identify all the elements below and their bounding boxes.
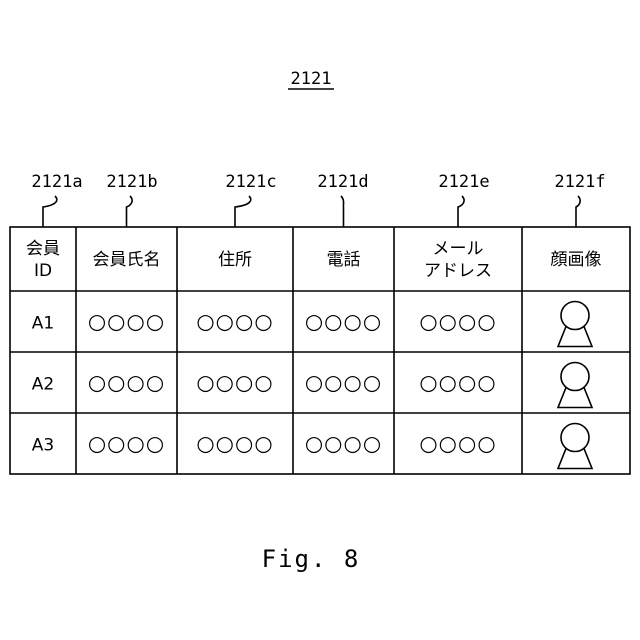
column-header-2121e: メール [433, 239, 484, 259]
cell-name: ○○○○ [88, 310, 165, 334]
cell-id: A2 [32, 375, 54, 395]
figure-caption: Fig. 8 [262, 545, 361, 573]
ref-label-2121d: 2121d [317, 172, 368, 192]
column-header-2121f: 顔画像 [551, 250, 602, 270]
cell-email: ○○○○ [419, 371, 496, 395]
cell-email: ○○○○ [419, 432, 496, 456]
cell-id: A1 [32, 314, 54, 334]
person-head [561, 363, 589, 391]
cell-email: ○○○○ [419, 310, 496, 334]
person-head [561, 302, 589, 330]
member-table-header: 会員ID 会員氏名 住所 電話 メールアドレス 顔画像 [26, 239, 602, 281]
cell-name: ○○○○ [88, 371, 165, 395]
leader-line-2121c [235, 196, 251, 227]
ref-label-2121f: 2121f [554, 172, 605, 192]
cell-phone: ○○○○ [305, 432, 382, 456]
leader-line-2121a [43, 196, 57, 227]
person-icon [558, 302, 592, 347]
figure-number: 2121 [291, 69, 332, 89]
column-header-2121e: アドレス [424, 261, 492, 281]
reference-labels: 2121a 2121b 2121c 2121d 2121e 2121f [31, 172, 605, 227]
column-header-2121a: ID [34, 261, 52, 281]
person-icon [558, 363, 592, 408]
column-header-2121d: 電話 [327, 250, 361, 270]
ref-label-2121b: 2121b [106, 172, 157, 192]
column-header-2121b: 会員氏名 [93, 250, 161, 270]
cell-address: ○○○○ [196, 371, 273, 395]
member-table-body: A1 ○○○○ ○○○○ ○○○○ ○○○○ A2 ○○○○ ○○○○ ○○○○ ○○○○ A3 ○○… [32, 302, 592, 469]
cell-phone: ○○○○ [305, 371, 382, 395]
person-head [561, 424, 589, 452]
cell-name: ○○○○ [88, 432, 165, 456]
leader-line-2121b [127, 196, 133, 227]
ref-label-2121c: 2121c [225, 172, 276, 192]
cell-id: A3 [32, 436, 54, 456]
cell-phone: ○○○○ [305, 310, 382, 334]
cell-address: ○○○○ [196, 310, 273, 334]
column-header-2121a: 会員 [26, 239, 60, 259]
column-header-2121c: 住所 [218, 250, 252, 270]
leader-line-2121d [341, 196, 344, 227]
ref-label-2121a: 2121a [31, 172, 82, 192]
cell-address: ○○○○ [196, 432, 273, 456]
leader-line-2121e [458, 196, 464, 227]
person-icon [558, 424, 592, 469]
leader-line-2121f [576, 196, 580, 227]
ref-label-2121e: 2121e [438, 172, 489, 192]
